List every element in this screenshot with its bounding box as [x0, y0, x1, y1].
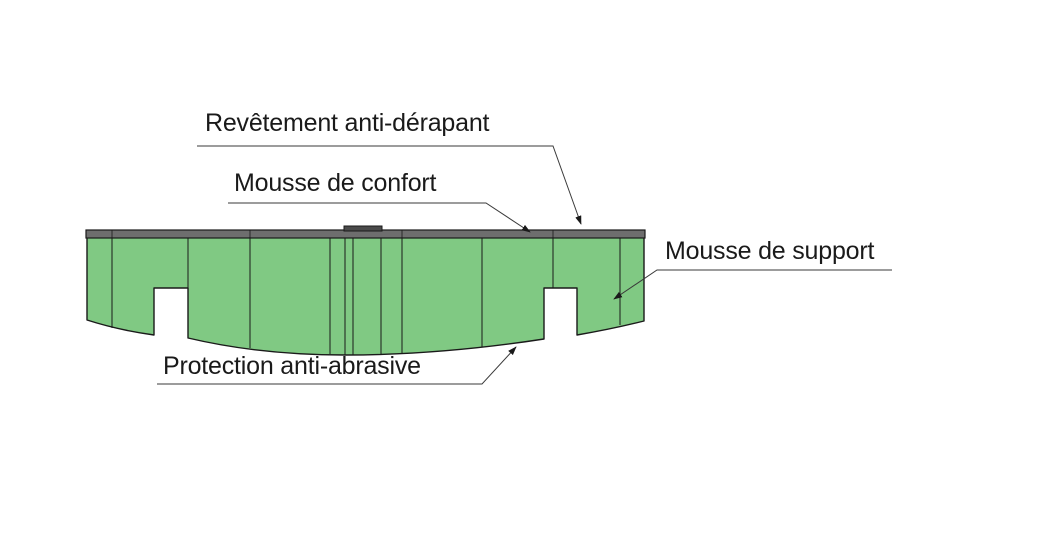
leader-lines: [157, 145, 892, 385]
label-support-foam: Mousse de support: [665, 237, 875, 265]
label-comfort-foam: Mousse de confort: [234, 169, 437, 197]
leader-confort: [228, 202, 531, 233]
leader-support: [613, 269, 892, 300]
center-joint: [343, 225, 383, 232]
label-abrasion-protection: Protection anti-abrasive: [163, 352, 421, 380]
support-foam-body: [86, 236, 645, 356]
label-anti-slip-coating: Revêtement anti-dérapant: [205, 109, 490, 137]
top-layer-joints: [111, 230, 554, 238]
leader-revetement: [197, 145, 582, 225]
leader-protection: [157, 346, 517, 385]
segment-lines: [111, 237, 621, 355]
